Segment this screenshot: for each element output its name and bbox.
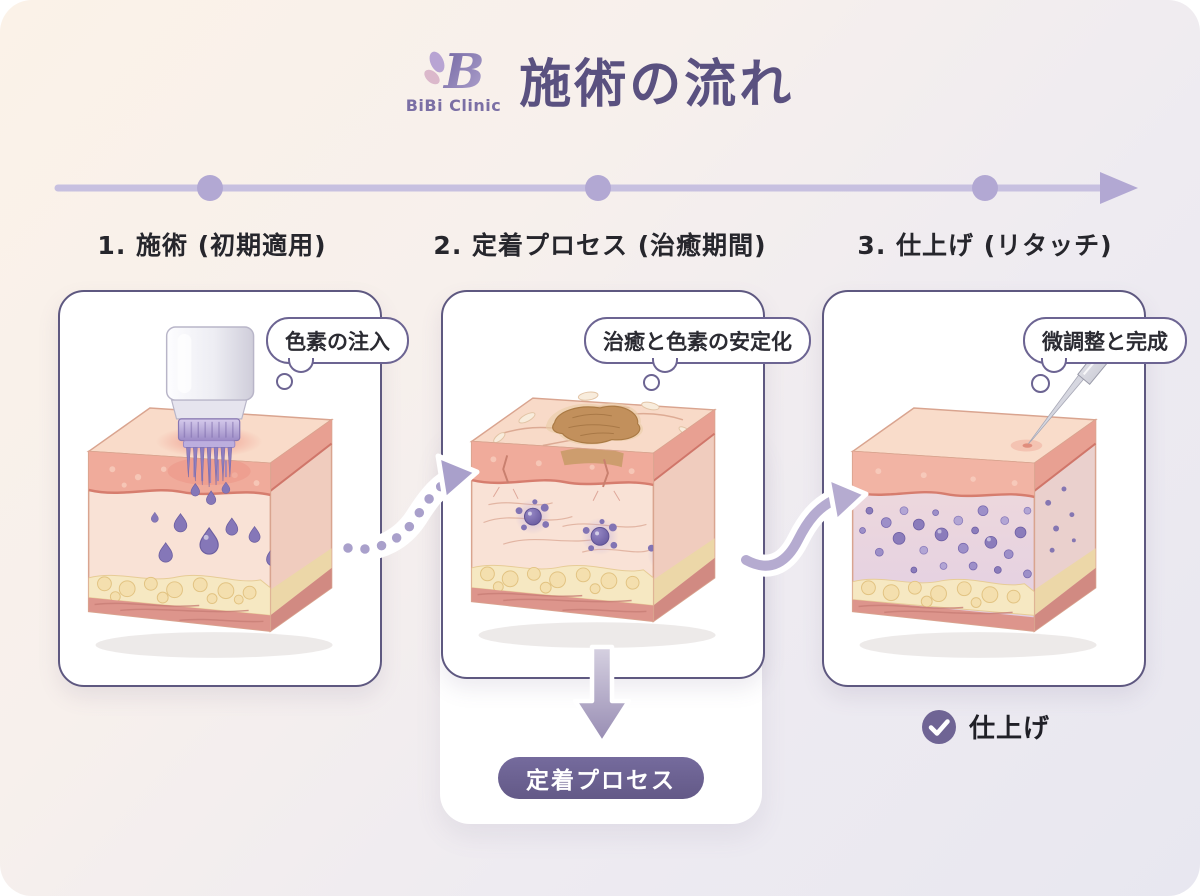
timeline (54, 172, 1138, 204)
speech-bubble-1: 色素の注入 (266, 317, 409, 364)
brand-name: BiBi Clinic (405, 96, 502, 115)
svg-text:B: B (442, 44, 485, 98)
finish-badge: 仕上げ (922, 708, 1050, 745)
speech-bubble-2-dot (643, 374, 660, 391)
down-arrow-icon (572, 644, 632, 746)
header: B BiBi Clinic 施術の流れ (0, 42, 1200, 117)
speech-bubble-3-dot (1031, 374, 1050, 393)
microneedle-pen-icon (165, 326, 255, 488)
timeline-dot-2 (585, 175, 611, 201)
check-icon (922, 709, 956, 744)
page-title: 施術の流れ (519, 55, 795, 115)
skin-illustration-needling (61, 293, 379, 684)
timeline-dot-1 (197, 175, 223, 201)
settle-process-button: 定着プロセス (498, 757, 704, 799)
skin-illustration-healing (444, 293, 762, 676)
step-label-3: 3. 仕上げ (リタッチ) (857, 231, 1113, 260)
brand-logo: B BiBi Clinic (406, 44, 502, 115)
card-step-1 (58, 290, 382, 687)
speech-bubble-3: 微調整と完成 (1023, 317, 1187, 364)
butterfly-b-icon: B (424, 44, 485, 98)
finish-label: 仕上げ (969, 714, 1051, 744)
curved-arrow-2-3-icon (736, 475, 869, 577)
speech-bubble-2: 治癒と色素の安定化 (584, 317, 811, 364)
step-label-1: 1. 施術 (初期適用) (97, 231, 327, 260)
timeline-dot-3 (972, 175, 998, 201)
card-step-2 (441, 290, 765, 679)
speech-bubble-1-dot (276, 373, 293, 390)
step-label-2: 2. 定着プロセス (治癒期間) (433, 231, 767, 260)
dotted-arrow-1-2-icon (336, 453, 480, 561)
timeline-arrowhead-icon (1100, 172, 1138, 204)
